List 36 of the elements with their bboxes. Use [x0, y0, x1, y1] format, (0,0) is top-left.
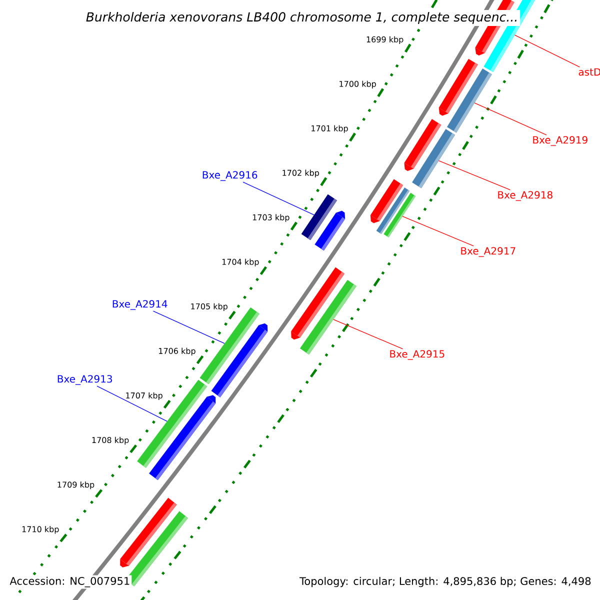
tick-label: 1703 kbp	[252, 214, 290, 222]
gene-label: Bxe_A2916	[202, 171, 258, 181]
tick-label: 1705 kbp	[191, 303, 228, 311]
gene-feature	[211, 323, 268, 398]
tick-label: 1699 kbp	[366, 36, 404, 44]
tick-label: 1706 kbp	[159, 348, 196, 356]
footer-text: Topology: circular; Length: 4,895,836 bp; Genes: 4,498	[298, 575, 593, 589]
gene-label: Bxe_A2917	[461, 247, 516, 257]
tick-label: 1702 kbp	[282, 170, 319, 178]
tick-label: 1710 kbp	[22, 526, 59, 534]
gene-label: Bxe_A2913	[58, 375, 112, 385]
leader-line	[514, 34, 580, 68]
tick-label: 1704 kbp	[222, 258, 259, 266]
tick-label: 1708 kbp	[92, 436, 129, 445]
gene-feature	[314, 210, 346, 251]
gene-label: Bxe_A2918	[498, 191, 552, 201]
tick-label: 1700 kbp	[340, 80, 376, 88]
gene-feature	[446, 68, 492, 133]
gene-label: Bxe_A2914	[112, 300, 168, 310]
tick-label: 1707 kbp	[126, 392, 162, 400]
tick-label: 1701 kbp	[312, 125, 348, 133]
title: Burkholderia xenovorans LB400 chromosome 1, complete sequenc...	[84, 10, 520, 26]
leader-line	[152, 310, 225, 344]
gene-feature	[412, 128, 456, 188]
leader-line	[438, 160, 511, 190]
gene-label: Bxe_A2919	[533, 136, 588, 146]
tick-label: 1709 kbp	[58, 481, 94, 490]
leader-line	[96, 386, 168, 422]
gene-feature	[300, 280, 357, 355]
gene-feature	[384, 192, 416, 238]
leader-line	[242, 182, 314, 216]
leader-line	[402, 216, 474, 246]
footer-text: Accession: NC_007951	[8, 575, 132, 589]
gene-label: Bxe_A2915	[390, 350, 444, 360]
leader-line	[474, 102, 547, 136]
leader-line	[333, 319, 404, 350]
